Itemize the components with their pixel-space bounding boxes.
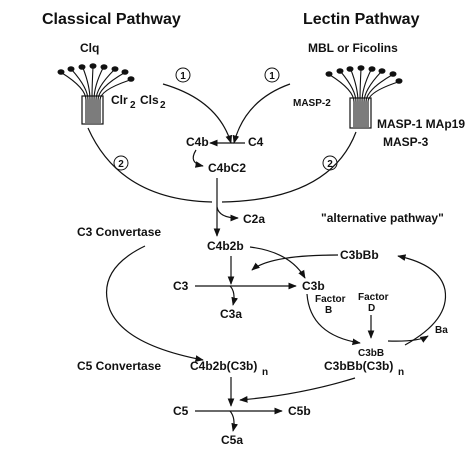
- step1-left-arrow: [162, 83, 233, 144]
- c4b2b-to-c3b-arrow: [249, 246, 306, 279]
- factor-d-label-line2: D: [368, 303, 375, 314]
- c3b-to-c3bb-arrow: [306, 293, 361, 346]
- alternative-pathway-label: "alternative pathway": [321, 211, 444, 225]
- step2-right-curve: [221, 131, 357, 203]
- c3a-release-arrow: [229, 285, 238, 306]
- masp1-map19-label: MASP-1 MAp19: [377, 117, 465, 131]
- c3bbb-c3b-n-label: C3bBb(C3b): [324, 359, 393, 373]
- step1-right-arrow: [232, 83, 291, 144]
- c3-convertase-label: C3 Convertase: [77, 225, 161, 239]
- c3bb-label: C3bB: [358, 348, 384, 359]
- mbl-ficolins-label: MBL or Ficolins: [308, 41, 398, 55]
- c1q-molecule-icon: [57, 63, 135, 125]
- factor-b-label-line2: B: [325, 305, 332, 316]
- masp2-label: MASP-2: [293, 98, 331, 109]
- step2-left-curve: [87, 127, 213, 203]
- c3-to-c5-convertase-curve: [106, 245, 204, 362]
- svg-text:1: 1: [180, 71, 186, 82]
- classical-pathway-title: Classical Pathway: [42, 11, 181, 28]
- c4b-label: C4b: [186, 135, 209, 149]
- c1r2-subscript: 2: [130, 100, 136, 111]
- c4b-to-c4bc2-arrow: [192, 149, 204, 168]
- step2-right-badge: 2: [322, 155, 338, 171]
- c4b2b-c3b-n-label: C4b2b(C3b): [190, 359, 257, 373]
- c5a-label: C5a: [221, 433, 243, 447]
- svg-text:2: 2: [327, 159, 333, 170]
- ba-release-arrow: [387, 335, 429, 343]
- lectin-pathway-title: Lectin Pathway: [303, 11, 420, 28]
- c2a-release-arrow: [216, 206, 239, 222]
- masp3-label: MASP-3: [383, 135, 429, 149]
- c3a-label: C3a: [220, 307, 242, 321]
- c1s2-subscript: 2: [160, 100, 166, 111]
- step1-left-badge: 1: [175, 67, 191, 83]
- c3bbb-label: C3bBb: [340, 248, 379, 262]
- c5a-release-arrow: [229, 410, 238, 432]
- c5b-label: C5b: [288, 404, 311, 418]
- ba-label: Ba: [435, 325, 448, 336]
- c5-convertase-label: C5 Convertase: [77, 359, 161, 373]
- c1q-label: Clq: [80, 41, 99, 55]
- c3b-label: C3b: [302, 279, 325, 293]
- c4b2b-c3b-n-subscript: n: [262, 367, 268, 378]
- c1s2-label: Cls: [140, 93, 159, 107]
- c3-label: C3: [173, 279, 189, 293]
- amplification-loop-arrow: [397, 254, 447, 346]
- step2-left-badge: 2: [113, 155, 129, 171]
- c4bc2-label: C4bC2: [208, 161, 246, 175]
- factor-b-label-line1: Factor: [315, 294, 346, 305]
- c4b2b-label: C4b2b: [207, 239, 244, 253]
- svg-text:2: 2: [118, 159, 124, 170]
- c4-label: C4: [248, 135, 264, 149]
- svg-text:1: 1: [269, 71, 275, 82]
- c3bbb-c3b-n-subscript: n: [398, 367, 404, 378]
- c3bbb-c3b-to-c5-arrow: [239, 377, 356, 403]
- c1r2-label: Clr: [111, 93, 128, 107]
- factor-d-label-line1: Factor: [358, 292, 389, 303]
- mbl-ficolin-molecule-icon: [325, 65, 403, 129]
- c3bbb-to-c3-arrow: [251, 254, 339, 271]
- c2a-label: C2a: [243, 212, 265, 226]
- c5-label: C5: [173, 404, 189, 418]
- step1-right-badge: 1: [264, 67, 280, 83]
